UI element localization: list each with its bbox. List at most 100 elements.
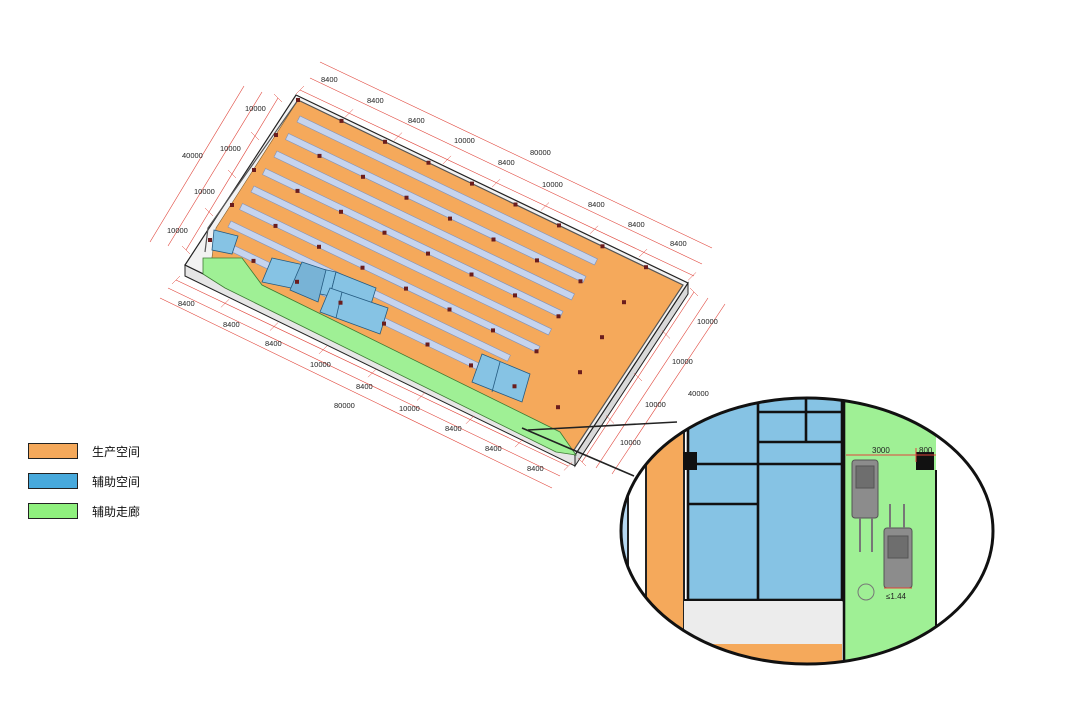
dimension-tick [563, 462, 573, 471]
dim-top-bay-4: 8400 [498, 158, 515, 167]
dimension-tick [540, 202, 550, 211]
column [556, 314, 561, 319]
dimension-lines [149, 61, 726, 489]
column [513, 293, 517, 298]
legend-item-production-space: 生产空间 [28, 442, 140, 460]
rack-row [273, 150, 575, 301]
dim-bottom-bay-3: 8400 [265, 339, 282, 348]
dimension-tick [344, 109, 354, 118]
column [317, 153, 322, 158]
detail-width-label: 3000 [872, 446, 890, 455]
column [644, 265, 648, 270]
column [534, 349, 539, 354]
column [426, 251, 430, 256]
column [274, 133, 278, 137]
dimension-tick [227, 169, 237, 179]
column [383, 139, 387, 144]
detail-clearance-label: ≤1.44 [886, 592, 907, 601]
column [512, 384, 517, 389]
legend-swatch-auxiliary-space [28, 473, 78, 489]
column [469, 272, 474, 277]
column [578, 279, 583, 284]
dim-right-span-4: 10000 [620, 438, 641, 447]
detail-gap-label: 800 [919, 446, 933, 455]
dim-top-total: 80000 [530, 148, 551, 157]
column [404, 286, 408, 291]
dimension-tick [465, 415, 475, 424]
dim-right-span-1: 10000 [697, 317, 718, 326]
agv-vehicles [851, 459, 913, 589]
callout-lines [521, 421, 678, 477]
dim-bottom-bay-4: 8400 [356, 382, 373, 391]
column [404, 195, 409, 200]
dim-bottom-span-2: 10000 [399, 404, 420, 413]
dim-right-span-2: 10000 [672, 357, 693, 366]
pedestrian-symbol-icon [857, 583, 875, 601]
legend-item-auxiliary-corridor: 辅助走廊 [28, 502, 140, 520]
column [600, 244, 605, 249]
dim-bottom-bay-7: 8400 [527, 464, 544, 473]
column [622, 300, 626, 305]
dimension-tick [661, 330, 671, 339]
column [382, 230, 387, 235]
dimension-tick [250, 131, 260, 141]
dimension-tick [204, 207, 214, 217]
column [295, 279, 299, 284]
dimension-tick [273, 93, 283, 103]
column [338, 300, 343, 305]
dim-bottom-bay-1: 8400 [178, 299, 195, 308]
dimension-labels: 8400 8400 8400 8400 8400 8400 8400 10000… [167, 75, 718, 473]
structural-columns [208, 98, 648, 410]
legend: 生产空间 辅助空间 辅助走廊 [28, 442, 140, 532]
column [425, 342, 430, 347]
column [491, 237, 496, 242]
dimension-tick [514, 438, 524, 448]
column [513, 202, 518, 207]
dimension-tick [577, 457, 587, 467]
column [535, 258, 539, 263]
column [360, 265, 365, 270]
legend-label: 生产空间 [92, 444, 141, 459]
dim-left-span-3: 10000 [194, 187, 215, 196]
dim-left-span-1: 10000 [245, 104, 266, 113]
dimension-tick [393, 132, 403, 141]
dimension-tick [589, 225, 599, 234]
dim-top-span-2: 10000 [542, 180, 563, 189]
column [470, 181, 474, 186]
column [557, 223, 561, 228]
dim-bottom-bay-2: 8400 [223, 320, 240, 329]
column [208, 238, 212, 242]
dim-top-bay-2: 8400 [367, 96, 384, 105]
rack-row [285, 133, 587, 283]
column [361, 174, 365, 179]
rack-row [250, 185, 552, 336]
legend-swatch-auxiliary-corridor [28, 503, 78, 519]
legend-item-auxiliary-space: 辅助空间 [28, 472, 140, 490]
rack-row [296, 115, 598, 266]
dim-top-bay-3: 8400 [408, 116, 425, 125]
dimension-tick [638, 248, 648, 258]
legend-swatch-production [28, 443, 78, 459]
dimension-tick [367, 369, 377, 378]
column [251, 258, 256, 263]
dimension-tick [689, 287, 699, 297]
column [252, 168, 256, 172]
column [600, 335, 604, 340]
dimension-tick [633, 372, 643, 382]
column [382, 321, 386, 326]
column [317, 244, 321, 249]
column [273, 223, 278, 228]
walls [204, 99, 684, 451]
dim-bottom-span-1: 10000 [310, 360, 331, 369]
dimension-tick [269, 322, 279, 331]
column [230, 203, 234, 207]
column [448, 216, 452, 221]
dim-left-span-4: 10000 [167, 226, 188, 235]
dimension-tick [220, 299, 230, 308]
dimension-tick [295, 85, 305, 95]
dim-top-bay-5: 8400 [588, 200, 605, 209]
column [578, 370, 582, 375]
dim-left-total: 40000 [182, 151, 203, 160]
dimension-tick [318, 345, 328, 355]
